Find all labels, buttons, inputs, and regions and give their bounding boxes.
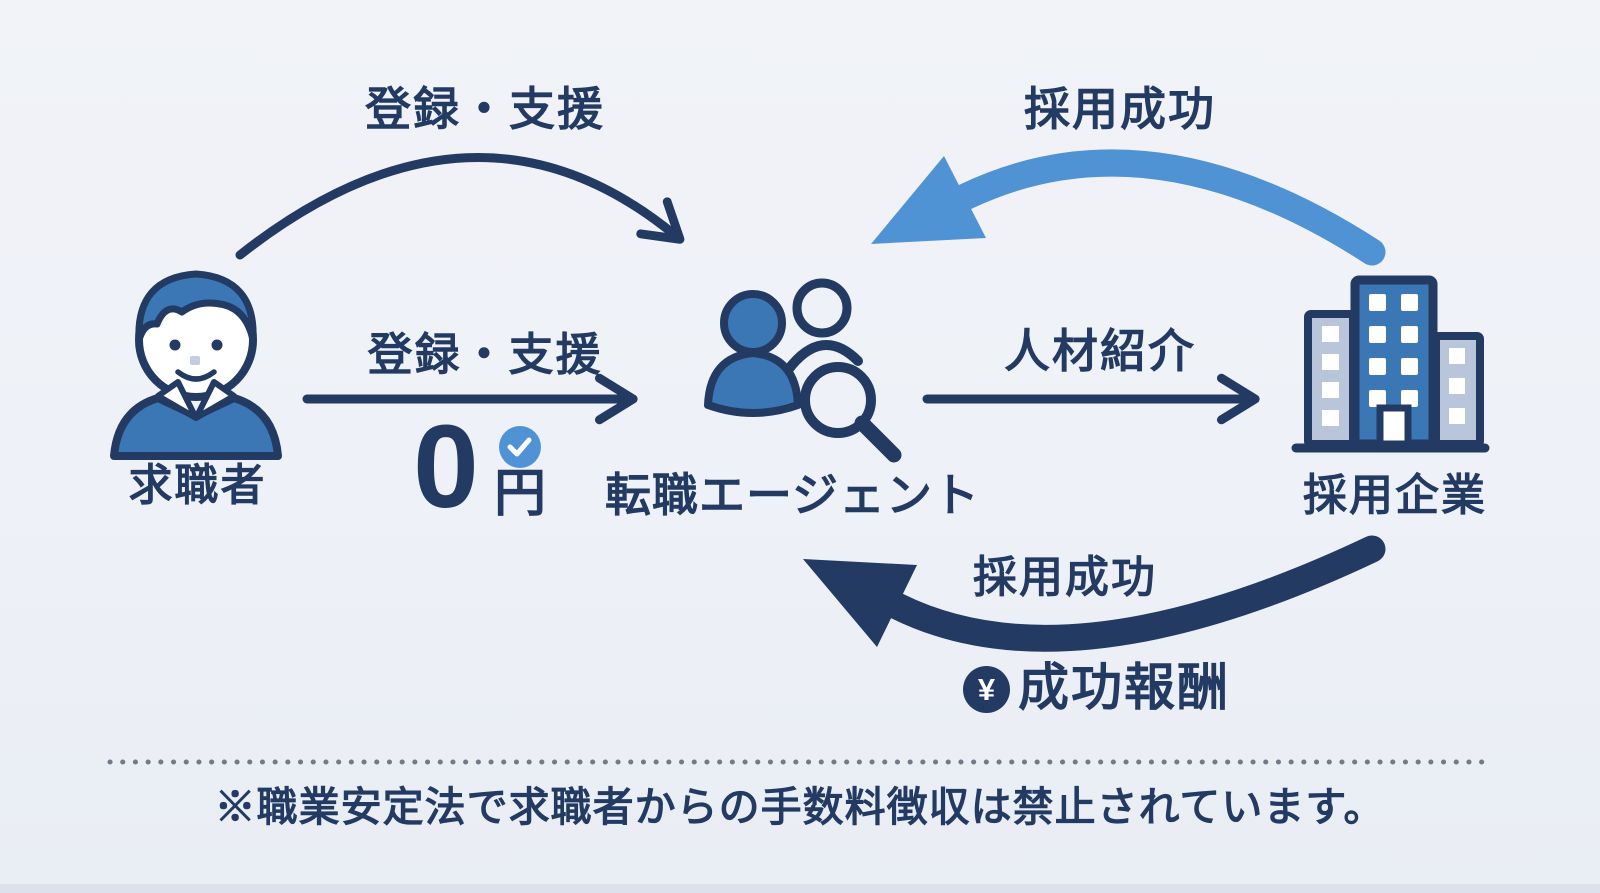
yen-icon: ¥	[963, 666, 1010, 713]
register-mid-label: 登録・支援	[367, 329, 603, 380]
hire-success-bottom-arrow	[803, 535, 1386, 652]
hire-success-top-arrow	[871, 149, 1386, 266]
people-search-icon	[704, 278, 902, 463]
person-icon	[110, 270, 282, 460]
yen-symbol: ¥	[977, 672, 996, 707]
referral-label: 人材紹介	[1004, 325, 1196, 377]
hire-success-bottom-label: 採用成功	[973, 553, 1157, 602]
check-icon	[499, 426, 541, 468]
hair-shape	[135, 270, 257, 344]
job-seeker-label: 求職者	[128, 461, 267, 510]
agent-label: 転職エージェント	[604, 469, 981, 521]
company-label: 採用企業	[1303, 471, 1487, 520]
hire-success-top-label: 採用成功	[1024, 83, 1216, 135]
success-fee-label: 成功報酬	[1018, 659, 1231, 716]
register-top-label: 登録・支援	[365, 83, 605, 135]
footnote-text: ※職業安定法で求職者からの手数料徴収は禁止されています。	[214, 784, 1386, 830]
magnifier-icon	[800, 362, 902, 463]
office-building-icon	[1291, 275, 1490, 453]
bottom-strip	[0, 884, 1600, 893]
zero-fee-unit: 円	[493, 465, 546, 523]
register-curved-arrow	[235, 153, 685, 260]
zero-fee-amount: 0	[413, 401, 479, 533]
